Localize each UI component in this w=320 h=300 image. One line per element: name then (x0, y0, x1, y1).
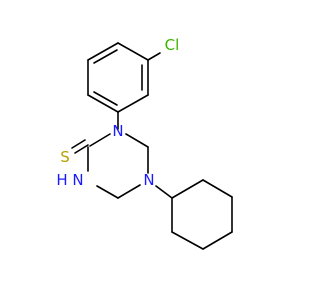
double-bond (93, 91, 118, 106)
double-bond (93, 49, 118, 64)
bond-n3-to-cyclohexyl (155, 185, 173, 199)
cyclohexyl-ring (171, 179, 233, 250)
bond (87, 42, 119, 61)
bond (117, 184, 141, 199)
bond-to-chlorine (147, 52, 161, 61)
bond (202, 179, 233, 198)
bond (89, 133, 111, 147)
nitrogen-atom-label-n3: N (143, 171, 154, 189)
thione-double-bond (71, 139, 86, 149)
nitrogen-atom-label-n1: N (112, 122, 123, 140)
bond (125, 133, 149, 148)
bond (171, 231, 204, 250)
molecule-structure: Cl S N N H N (56, 36, 233, 250)
thione-double-bond (74, 144, 89, 154)
hydrogen-atom-label: H (56, 171, 67, 189)
bond (171, 179, 204, 199)
nitrogen-atom-label-n2: N (72, 171, 83, 189)
sulfur-atom-label: S (60, 148, 70, 166)
bond (87, 94, 119, 113)
bond (202, 231, 233, 250)
triazinane-ring (87, 133, 149, 199)
bond (96, 185, 119, 199)
bond (117, 94, 149, 113)
bond (117, 42, 149, 61)
chlorine-atom-label: Cl (165, 36, 180, 54)
chlorophenyl-ring (87, 42, 149, 113)
